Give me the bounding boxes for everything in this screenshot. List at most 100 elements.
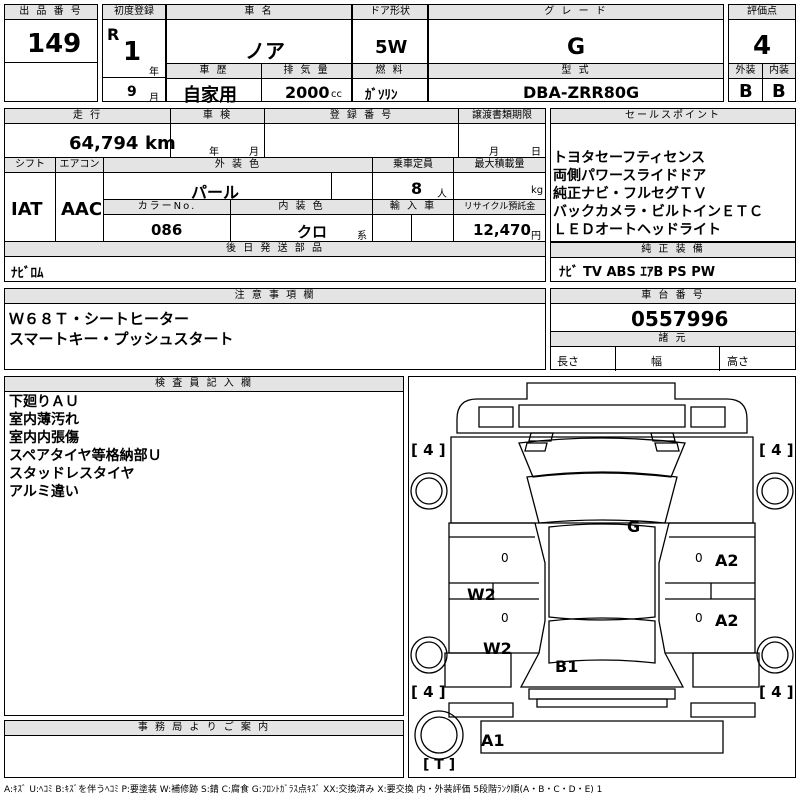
chassis-label: 車 台 番 号 <box>551 289 795 304</box>
sales-point-line: 両側パワースライドドア <box>553 168 707 184</box>
inspector-note: 下廻りＡＵ <box>9 394 79 410</box>
inspector-note: スタッドレスタイヤ <box>9 466 135 482</box>
mark-left-front-door: W2 <box>467 585 496 604</box>
transfer-label: 譲渡書類期限 <box>459 109 545 124</box>
chassis-number: 0557996 <box>631 307 729 331</box>
max-load-label: 最大積載量 <box>454 158 545 173</box>
interior-label: 内装 <box>763 64 795 79</box>
month-unit: 月 <box>149 93 159 104</box>
capacity-unit: 人 <box>437 189 447 200</box>
displacement-unit: cc <box>331 89 342 100</box>
sales-point-line: 純正ナビ・フルセグＴＶ <box>553 186 707 202</box>
tire-front-left: [ 4 ] <box>411 441 446 459</box>
note-line: スマートキー・プッシュスタート <box>9 330 234 348</box>
mileage: 64,794 <box>69 133 139 154</box>
max-load-unit: kg <box>531 185 544 196</box>
office-box: 事 務 局 よ り ご 案 内 <box>4 720 404 778</box>
int-color: クロ <box>297 223 328 241</box>
score: 4 <box>753 31 772 61</box>
score-label: 評価点 <box>729 5 795 20</box>
grade-box: グ レ ー ド G 型 式 DBA-ZRR80G <box>428 4 724 102</box>
tire-rear-right: [ 4 ] <box>759 683 794 701</box>
capacity: 8 <box>411 179 423 198</box>
spare-tire: [ T ] <box>423 757 456 773</box>
inspector-note: スペアタイヤ等格納部Ｕ <box>9 448 162 464</box>
car-diagram <box>410 382 794 760</box>
mark-left-rear-door: W2 <box>483 639 512 658</box>
door-type: 5W <box>375 37 408 58</box>
note-line: Ｗ６８Ｔ・シートヒーター <box>9 310 190 328</box>
transfer-month-unit: 月 <box>489 147 499 158</box>
fuel-label: 燃 料 <box>353 64 427 79</box>
color-no: 086 <box>151 221 183 239</box>
lot-number: 149 <box>27 29 82 59</box>
sales-points-box: セールスポイント トヨタセーフティセンス 両側パワースライドドア 純正ナビ・フル… <box>550 108 796 242</box>
later-parts: ﾅﾋﾞﾛﾑ <box>11 266 44 281</box>
mark-right-rear-door: A2 <box>715 611 739 630</box>
model-label: 型 式 <box>429 64 723 79</box>
mark-roof: G <box>627 517 641 536</box>
year: 1 <box>123 37 142 67</box>
capacity-label: 乗車定員 <box>373 158 453 173</box>
shift: IAT <box>11 199 43 220</box>
ac: AAC <box>61 199 103 220</box>
inspector-note: 室内内張傷 <box>9 430 79 446</box>
inspector-label: 検 査 員 記 入 欄 <box>5 377 403 392</box>
sales-point-line: ＬＥＤオートヘッドライト <box>553 222 721 238</box>
mark-zero: 0 <box>695 551 703 565</box>
chassis-box: 車 台 番 号 0557996 諸 元 長さ 幅 高さ <box>550 288 796 371</box>
genuine-equipment-box: 純 正 装 備 ﾅﾋﾞ TV ABS ｴｱB PS PW <box>550 242 796 282</box>
transfer-day-unit: 日 <box>531 147 541 158</box>
car-name: ノア <box>245 39 285 63</box>
tire-rear-left: [ 4 ] <box>411 683 446 701</box>
mark-zero: 0 <box>501 551 509 565</box>
legend-footer: A:ｷｽﾞ U:ﾍｺﾐ B:ｷｽﾞを伴うﾍｺﾐ P:要塗装 W:補修跡 S:錆 … <box>4 785 603 795</box>
inspection-label: 車 検 <box>171 109 264 124</box>
exterior-score: B <box>739 81 753 102</box>
era: R <box>107 25 120 44</box>
model: DBA-ZRR80G <box>523 83 640 102</box>
year-unit: 年 <box>149 67 159 78</box>
recycle-label: リサイクル預託金 <box>454 200 545 215</box>
import-label: 輸 入 車 <box>373 200 453 215</box>
ext-color-label: 外 装 色 <box>104 158 372 173</box>
ext-color: パール <box>191 183 240 202</box>
grade-label: グ レ ー ド <box>429 5 723 20</box>
notes-label: 注 意 事 項 欄 <box>5 289 545 304</box>
month: 9 <box>127 84 137 100</box>
recycle-unit: 円 <box>531 231 541 242</box>
genuine-equipment: ﾅﾋﾞ TV ABS ｴｱB PS PW <box>559 265 716 280</box>
door-label: ドア形状 <box>353 5 427 20</box>
mark-zero: 0 <box>501 611 509 625</box>
mark-zero: 0 <box>695 611 703 625</box>
shift-label: シフト <box>5 158 55 173</box>
fuel: ｶﾞｿﾘﾝ <box>365 88 398 103</box>
specs-label: 諸 元 <box>551 332 795 347</box>
mark-rear-bumper: A1 <box>481 731 505 750</box>
reg-no-label: 登 録 番 号 <box>265 109 458 124</box>
sales-points-label: セールスポイント <box>551 109 795 124</box>
genuine-equipment-label: 純 正 装 備 <box>551 243 795 258</box>
displacement: 2000 <box>285 83 330 102</box>
score-box: 評価点 4 外装 内装 B B <box>728 4 796 102</box>
length-label: 長さ <box>557 355 579 368</box>
mark-rear-glass: B1 <box>555 657 579 676</box>
car-diagram-box: [ 4 ] [ 4 ] [ 4 ] [ 4 ] [ T ] G W2 W2 A2… <box>408 376 796 778</box>
later-parts-label: 後 日 発 送 部 品 <box>5 242 545 257</box>
displacement-label: 排 気 量 <box>262 64 351 79</box>
car-name-label: 車 名 <box>167 5 351 20</box>
inspection-month-unit: 月 <box>249 147 259 158</box>
interior-score: B <box>772 81 786 102</box>
recycle: 12,470 <box>473 221 531 239</box>
inspector-note: 室内薄汚れ <box>9 412 79 428</box>
mileage-unit: km <box>145 133 176 154</box>
notes-box: 注 意 事 項 欄 Ｗ６８Ｔ・シートヒーター スマートキー・プッシュスタート <box>4 288 546 370</box>
car-name-box: 車 名 ノア 車 歴 排 気 量 自家用 2000 cc <box>166 4 352 106</box>
inspection-year-unit: 年 <box>209 147 219 158</box>
int-color-unit: 系 <box>357 231 367 242</box>
lot-number-label: 出 品 番 号 <box>5 5 97 20</box>
history: 自家用 <box>183 85 237 106</box>
inspector-box: 検 査 員 記 入 欄 下廻りＡＵ 室内薄汚れ 室内内張傷 スペアタイヤ等格納部… <box>4 376 404 716</box>
details-box: 走 行 車 検 登 録 番 号 譲渡書類期限 64,794 km 年 月 月 日… <box>4 108 546 282</box>
color-no-label: カラーNo. <box>104 200 230 215</box>
